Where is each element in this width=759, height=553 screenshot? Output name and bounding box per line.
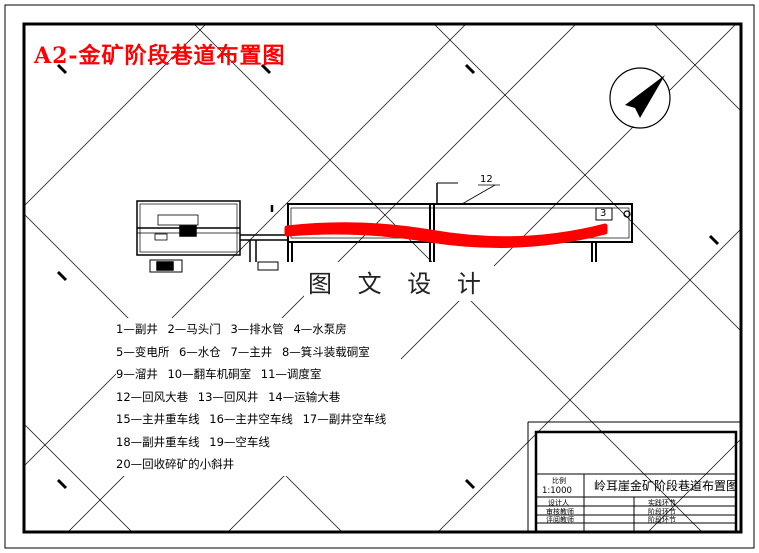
legend-item: 20—回收碎矿的小斜井 xyxy=(116,457,235,471)
title-block-row-left: 设计人 xyxy=(548,499,569,507)
legend-item: 18—副井重车线 xyxy=(116,434,200,449)
legend-item: 10—翻车机硐室 xyxy=(167,367,252,381)
legend-item: 4—水泵房 xyxy=(293,322,347,336)
north-arrow-icon xyxy=(609,67,671,129)
outer-border xyxy=(4,4,755,549)
shaft-bottom-plan xyxy=(136,200,288,273)
title-block-drawing-name: 岭耳崖金矿阶段巷道布置图 xyxy=(594,479,739,493)
title-block-row-left: 评阅教师 xyxy=(546,516,574,524)
legend-item: 8—箕斗装载硐室 xyxy=(281,344,370,359)
legend-item: 12—回风大巷 xyxy=(116,389,189,404)
title-block-row-right: 阶段环节 xyxy=(648,516,676,524)
title-block-row-right: 阶段环节 xyxy=(648,508,676,516)
legend-item: 1—副井 xyxy=(116,322,158,336)
legend-item: 16—主井空车线 xyxy=(209,412,293,426)
callout-3: 3 xyxy=(600,208,607,219)
legend-item: 11—调度室 xyxy=(260,367,322,381)
watermark-text: 图 文 设 计 xyxy=(304,262,494,301)
legend-item: 15—主井重车线 xyxy=(116,412,200,426)
grid-ticks xyxy=(56,63,720,490)
title-block-frame xyxy=(527,421,741,534)
legend-item: 6—水仓 xyxy=(178,344,221,359)
title-block-scale-label: 比例 xyxy=(552,477,566,485)
inner-border xyxy=(22,22,743,534)
legend-item: 14—运输大巷 xyxy=(268,389,341,404)
haulage-drift xyxy=(287,182,633,262)
legend-item: 17—副井空车线 xyxy=(302,412,387,426)
legend-item: 13—回风井 xyxy=(197,389,259,404)
title-block-scale-value: 1:1000 xyxy=(542,486,572,496)
legend-item: 5—变电所 xyxy=(116,344,170,359)
legend-item: 3—排水管 xyxy=(230,322,284,336)
legend-item: 19—空车线 xyxy=(209,434,270,449)
legend-item: 7—主井 xyxy=(230,344,273,359)
drawing-title: A2-金矿阶段巷道布置图 xyxy=(34,43,286,69)
title-block-row-right: 实践环节 xyxy=(648,499,676,507)
legend: 1—副井 2—马头门 3—排水管 4—水泵房 5—变电所 6—水仓 7—主井 8… xyxy=(116,318,401,476)
ore-body xyxy=(284,222,608,248)
legend-item: 9—溜井 xyxy=(116,367,158,381)
title-block-row-left: 审核教师 xyxy=(546,508,574,516)
legend-item: 2—马头门 xyxy=(167,322,221,336)
callout-12: 12 xyxy=(480,174,493,185)
